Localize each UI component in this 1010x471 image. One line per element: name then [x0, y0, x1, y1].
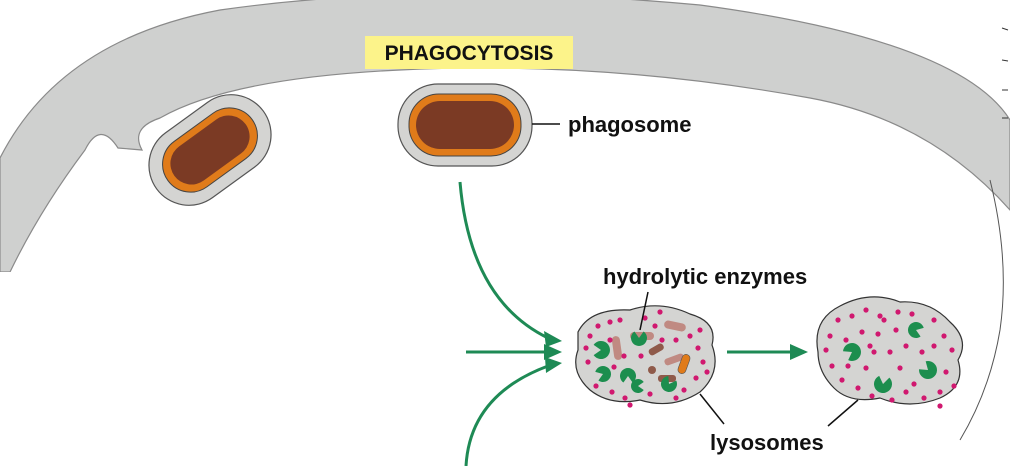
enzyme-dot	[863, 307, 869, 313]
enzyme-dot	[700, 359, 706, 365]
enzyme-dot	[587, 333, 593, 339]
enzyme-dot	[693, 375, 699, 381]
enzyme-dot	[607, 337, 613, 343]
enzyme-dot	[843, 337, 849, 343]
enzyme-dot	[827, 333, 833, 339]
enzyme-dot	[943, 369, 949, 375]
enzyme-dot	[863, 365, 869, 371]
enzyme-dot	[921, 395, 927, 401]
enzyme-dot	[881, 317, 887, 323]
enzyme-dot	[877, 313, 883, 319]
lysosome-digesting	[575, 305, 716, 405]
enzyme-dot	[903, 389, 909, 395]
enzyme-dot	[937, 403, 943, 409]
enzyme-dot	[617, 317, 623, 323]
dots-layer	[583, 307, 957, 409]
enzyme-dot	[829, 363, 835, 369]
enzyme-dot	[909, 311, 915, 317]
enzyme-dot	[889, 397, 895, 403]
enzyme-dot	[621, 353, 627, 359]
enzyme-icon	[595, 365, 611, 382]
enzyme-dot	[911, 381, 917, 387]
enzyme-dot	[931, 317, 937, 323]
hydrolytic-enzymes-label: hydrolytic enzymes	[603, 264, 807, 289]
title-text: PHAGOCYTOSIS	[385, 42, 554, 65]
enzyme-dot	[867, 343, 873, 349]
enzyme-dot	[903, 343, 909, 349]
enzyme-dot	[855, 385, 861, 391]
enzyme-icon	[919, 361, 937, 380]
enzyme-icon	[843, 343, 861, 361]
engulfing-bacterium	[148, 94, 272, 206]
enzyme-dot	[849, 313, 855, 319]
enzyme-dot	[887, 349, 893, 355]
enzyme-dot	[657, 309, 663, 315]
enzyme-dot	[627, 402, 633, 408]
enzyme-dot	[893, 327, 899, 333]
lysosomes-label: lysosomes	[710, 430, 824, 455]
enzyme-dot	[659, 337, 665, 343]
enzyme-dot	[607, 319, 613, 325]
enzyme-dot	[704, 369, 710, 375]
enzyme-icon	[631, 331, 647, 346]
enzyme-dot	[638, 353, 644, 359]
enzyme-dot	[897, 365, 903, 371]
enzyme-dot	[919, 349, 925, 355]
enzymes-layer	[593, 322, 937, 394]
enzyme-dot	[941, 333, 947, 339]
enzyme-icon	[631, 379, 644, 394]
enzyme-dot	[823, 347, 829, 353]
title: PHAGOCYTOSIS	[365, 36, 573, 69]
enzyme-dot	[695, 345, 701, 351]
enzyme-dot	[642, 315, 648, 321]
enzyme-icon	[620, 368, 636, 383]
fusion-arrows	[458, 181, 790, 467]
enzyme-dot	[845, 363, 851, 369]
enzyme-dot	[652, 323, 658, 329]
hydrolytic-enzymes-leader-line	[639, 291, 649, 331]
enzyme-dot	[585, 359, 591, 365]
enzyme-dot	[609, 389, 615, 395]
enzyme-dot	[647, 391, 653, 397]
enzyme-dot	[951, 383, 957, 389]
enzyme-dot	[839, 377, 845, 383]
arrowheads	[544, 331, 808, 373]
enzyme-dot	[875, 331, 881, 337]
enzyme-icon	[593, 341, 610, 360]
debris	[611, 320, 691, 382]
enzyme-dot	[697, 327, 703, 333]
enzyme-dot	[937, 389, 943, 395]
enzyme-dot	[673, 337, 679, 343]
enzyme-dot	[622, 395, 628, 401]
phagosome-label: phagosome	[568, 112, 691, 137]
enzyme-dot	[869, 393, 875, 399]
phagosome	[397, 83, 533, 167]
enzyme-dot	[895, 309, 901, 315]
enzyme-dot	[673, 395, 679, 401]
lysosomes-leader-line-right	[827, 399, 859, 427]
enzyme-dot	[859, 329, 865, 335]
enzyme-dot	[681, 387, 687, 393]
enzyme-icon	[908, 322, 924, 338]
enzyme-dot	[835, 317, 841, 323]
enzyme-dot	[595, 323, 601, 329]
enzyme-dot	[583, 345, 589, 351]
enzyme-dot	[593, 383, 599, 389]
enzyme-dot	[871, 349, 877, 355]
enzyme-dot	[687, 333, 693, 339]
enzyme-icon	[874, 375, 892, 393]
enzyme-dot	[949, 347, 955, 353]
enzyme-dot	[931, 343, 937, 349]
enzyme-dot	[611, 364, 617, 370]
lysosomes-leader-line-left	[699, 393, 725, 425]
enzyme-icon	[661, 376, 678, 393]
